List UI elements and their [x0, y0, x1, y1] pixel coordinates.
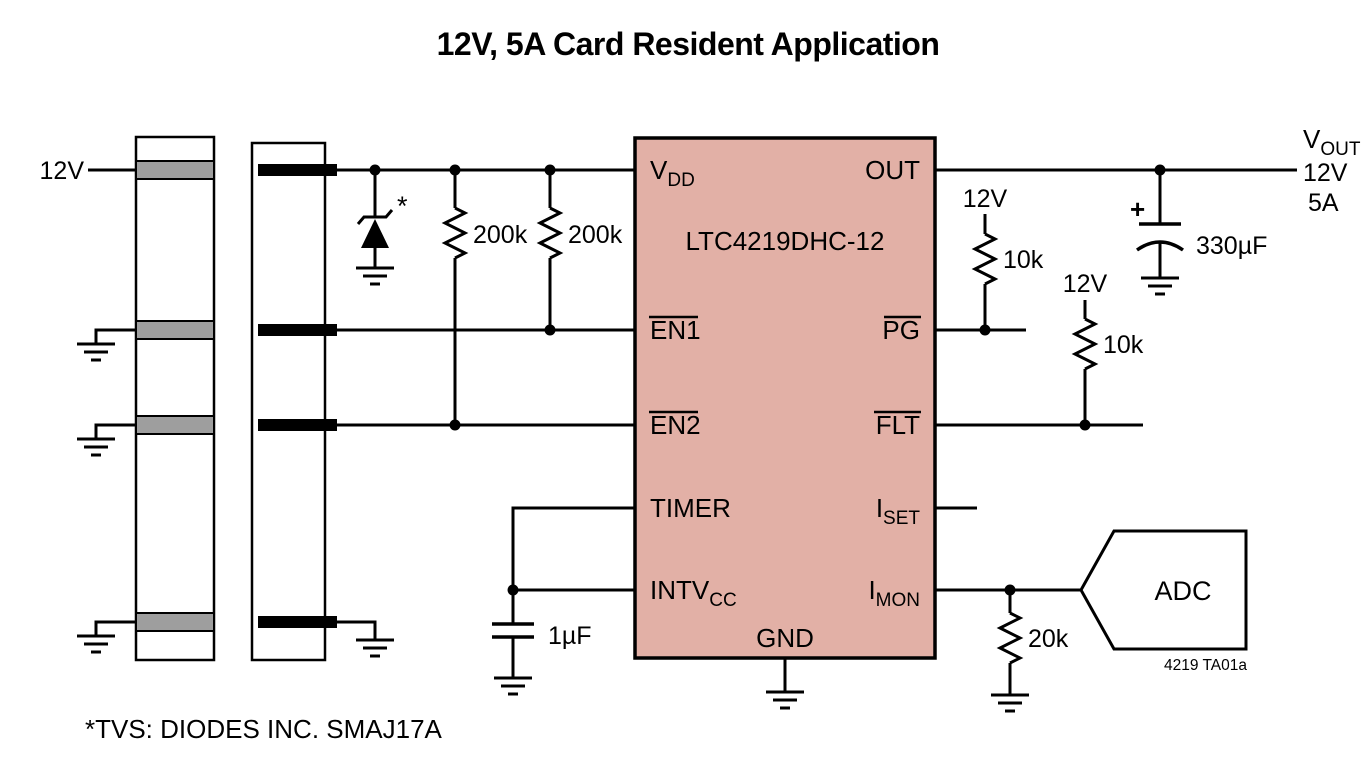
tvs-diode: *	[354, 170, 408, 286]
card-edge-connector-body	[250, 141, 327, 662]
resistor-symbol	[536, 206, 564, 260]
backplane-connector	[134, 135, 216, 662]
pin-label-flt: FLT	[876, 410, 920, 440]
resistor-symbol	[441, 206, 469, 260]
resistor-symbol	[996, 611, 1024, 665]
pin-label-gnd: GND	[756, 623, 814, 653]
pg-pullup-supply-label: 12V	[963, 185, 1008, 213]
adc-body	[1079, 529, 1248, 651]
ground-symbol	[75, 634, 117, 654]
resistor-10k-pg: 12V 10k	[963, 185, 1044, 330]
figure-id: 4219 TA01a	[1164, 657, 1247, 674]
tvs-asterisk: *	[397, 191, 408, 221]
junction-dot	[1004, 584, 1016, 596]
ic-body	[633, 136, 937, 660]
output-labels: VOUT 12V 5A	[1303, 124, 1361, 217]
wire-backplane-gnd-2	[94, 423, 136, 439]
vout-current-label: 5A	[1308, 189, 1339, 217]
input-voltage-label: 12V	[40, 157, 85, 185]
resistor-value-label: 10k	[1003, 246, 1044, 274]
adc-label: ADC	[1154, 576, 1211, 606]
resistor-value-label: 200k	[473, 221, 528, 249]
tvs-diode-symbol	[361, 219, 389, 248]
wire-backplane-gnd-1	[94, 328, 136, 344]
pin-label-en2: EN2	[650, 410, 701, 440]
junction-dot	[544, 164, 556, 176]
card-finger-contact	[258, 164, 337, 176]
junction-dot	[369, 164, 381, 176]
ground-symbol	[492, 676, 534, 696]
card-finger-contact	[258, 324, 337, 336]
junction-dot	[1154, 164, 1166, 176]
vout-label: VOUT	[1303, 124, 1361, 160]
wire-backplane-gnd-3	[94, 620, 136, 636]
resistor-symbol	[971, 232, 999, 286]
resistor-10k-flt: 12V 10k	[1063, 270, 1144, 425]
schematic-title: 12V, 5A Card Resident Application	[437, 26, 940, 62]
junction-dot	[979, 324, 991, 336]
pin-label-en1: EN1	[650, 315, 701, 345]
backplane-connector-body	[134, 135, 216, 662]
tvs-footnote: *TVS: DIODES INC. SMAJ17A	[85, 714, 443, 744]
capacitor-value-label: 330µF	[1196, 232, 1267, 260]
ground-symbol	[1139, 276, 1181, 296]
ground-symbol	[989, 693, 1031, 713]
junction-dot	[1079, 419, 1091, 431]
junction-dot	[544, 324, 556, 336]
resistor-value-label: 20k	[1028, 625, 1069, 653]
card-finger-contact	[258, 616, 337, 628]
resistor-symbol	[1071, 317, 1099, 371]
ground-symbol	[75, 437, 117, 457]
ic-name-label: LTC4219DHC-12	[686, 226, 885, 256]
junction-dots	[369, 164, 1166, 596]
wire-timer	[511, 506, 635, 590]
junction-dot	[449, 419, 461, 431]
capacitor-polarity-plus: +	[1130, 194, 1145, 224]
connector-pad	[135, 160, 215, 180]
capacitor-330uf: + 330µF	[1130, 170, 1267, 296]
ground-symbol	[764, 690, 806, 710]
pin-label-intvcc: INTVCC	[650, 575, 737, 611]
capacitor-1uf: 1µF	[492, 590, 592, 696]
pin-label-out: OUT	[865, 155, 920, 185]
ic-block: LTC4219DHC-12 VDD EN1 EN2 TIMER INTVCC G…	[633, 136, 937, 660]
resistor-value-label: 200k	[568, 221, 623, 249]
wire-card-gnd	[337, 620, 377, 640]
junction-dot	[449, 164, 461, 176]
resistor-value-label: 10k	[1103, 331, 1144, 359]
net-wires	[88, 168, 1297, 692]
resistor-200k-1: 200k	[441, 170, 528, 425]
junction-dot	[507, 584, 519, 596]
flt-pullup-supply-label: 12V	[1063, 270, 1108, 298]
resistor-200k-2: 200k	[536, 170, 623, 330]
pin-label-pg: PG	[882, 315, 920, 345]
ground-symbol	[354, 638, 396, 658]
card-edge-connector	[250, 141, 337, 662]
pin-label-imon: IMON	[868, 575, 920, 611]
pin-label-timer: TIMER	[650, 493, 731, 523]
ground-symbol	[354, 266, 396, 286]
connector-pad	[135, 612, 215, 632]
connector-pad	[135, 415, 215, 435]
tvs-cathode-bar	[356, 209, 394, 225]
card-finger-contact	[258, 419, 337, 431]
pin-label-iset: ISET	[876, 493, 921, 529]
connector-pad	[135, 320, 215, 340]
vout-voltage-label: 12V	[1303, 159, 1348, 187]
ground-symbol	[75, 342, 117, 362]
pin-label-vdd: VDD	[650, 155, 695, 191]
capacitor-value-label: 1µF	[548, 622, 592, 650]
adc-block: ADC	[1079, 529, 1248, 651]
resistor-20k-imon: 20k	[989, 590, 1069, 713]
